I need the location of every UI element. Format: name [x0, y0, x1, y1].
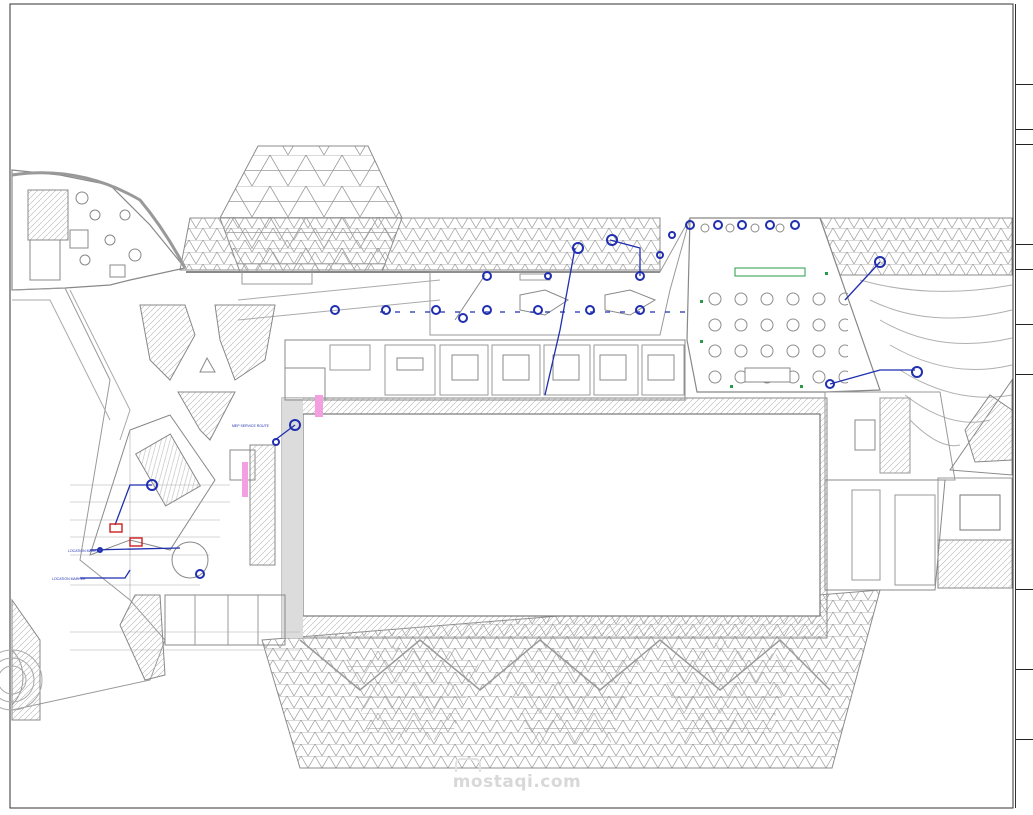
title-block-divider — [1016, 589, 1033, 590]
fan-stair — [0, 598, 43, 721]
service-core — [824, 378, 1013, 591]
title-block-divider — [1016, 739, 1033, 740]
highlight-box — [109, 523, 123, 533]
route-labels: MEP SERVICE ROUTE LOCATION MARKER LOCATI… — [52, 424, 270, 581]
title-block-divider — [1016, 374, 1033, 375]
marker-label-2: LOCATION MARKER — [52, 577, 86, 581]
title-block-divider — [1016, 129, 1033, 130]
title-block-divider — [1016, 669, 1033, 670]
highlight-box — [129, 537, 143, 547]
watermark-logo — [455, 758, 481, 772]
main-hall — [281, 397, 828, 639]
title-block-divider — [1016, 84, 1033, 85]
marker-label-1: LOCATION MARKER — [68, 549, 102, 553]
title-block-divider — [1016, 269, 1033, 270]
watermark-text: mostaqi.com — [452, 772, 582, 792]
sheet-border — [9, 3, 1014, 809]
equipment-markers — [97, 220, 923, 579]
top-canopy — [179, 145, 1013, 276]
ballroom — [686, 217, 881, 393]
service-route — [80, 239, 915, 579]
green-markers — [700, 272, 828, 388]
route-label: MEP SERVICE ROUTE — [232, 424, 270, 428]
grid-lines — [70, 430, 300, 651]
title-block-divider — [1016, 244, 1033, 245]
left-wing — [11, 169, 326, 711]
title-block-divider — [1016, 324, 1033, 325]
meeting-rooms — [284, 339, 686, 401]
title-block-divider — [1016, 144, 1033, 145]
title-block — [1015, 4, 1033, 808]
